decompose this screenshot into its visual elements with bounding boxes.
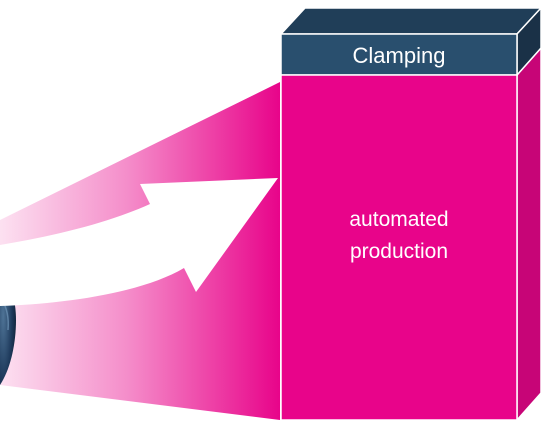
box-front-face xyxy=(280,74,518,421)
box-header-top xyxy=(279,7,543,35)
curved-arrow-icon xyxy=(0,178,278,306)
box-header-label: Clamping xyxy=(353,43,446,68)
box-side-face xyxy=(516,46,542,422)
box-body-line-1: automated xyxy=(349,208,448,231)
box-body-line-2: production xyxy=(350,240,448,263)
